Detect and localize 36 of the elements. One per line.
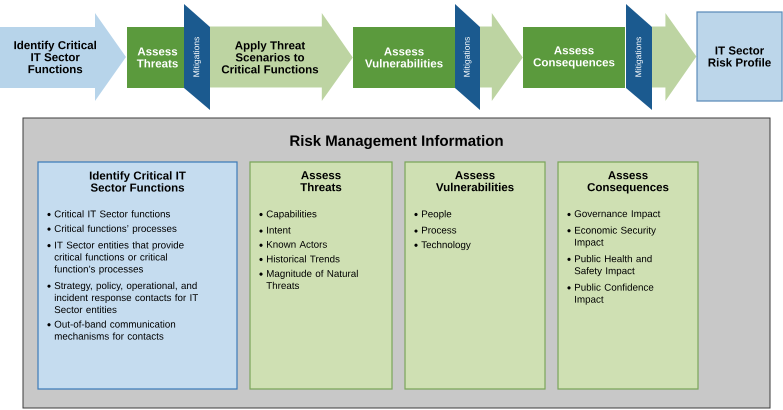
process-box: Assess Vulnerabilities <box>353 27 455 88</box>
mitigation-band: Mitigations <box>626 4 652 110</box>
card-heading: Assess Threats <box>300 171 342 192</box>
bullet-item: Magnitude of Natural Threats <box>259 270 358 289</box>
bullet-item: People <box>414 210 452 220</box>
card-heading: Identify Critical IT Sector Functions <box>90 171 186 192</box>
bullet-item: Historical Trends <box>259 255 340 262</box>
bullet-item: Known Actors <box>259 240 327 248</box>
card-heading: Assess Consequences <box>588 171 668 194</box>
flow-arrow <box>480 13 523 101</box>
mitigation-band: Mitigations <box>455 4 480 110</box>
info-card <box>557 161 699 390</box>
result-box: IT Sector Risk Profile <box>696 11 783 102</box>
bullet-item: Intent <box>259 226 291 234</box>
bullet-item: Critical functions’ processes <box>47 224 176 234</box>
card-heading: Assess Vulnerabilities <box>436 171 514 192</box>
bullet-item: Process <box>414 226 456 234</box>
bullet-item: Out-of-band communication mechanisms for contacts <box>47 320 176 340</box>
flow-arrow <box>652 13 696 101</box>
bullet-item: Capabilities <box>259 210 316 220</box>
info-card <box>37 161 238 390</box>
bullet-item: Strategy, policy, operational, and incident response contacts for IT Sector entities <box>47 282 198 314</box>
bullet-item: Public Confidence Impact <box>567 284 654 305</box>
bullet-item: Governance Impact <box>567 210 660 220</box>
info-card <box>249 161 393 390</box>
process-box: Assess Consequences <box>523 27 625 88</box>
bullet-item: IT Sector entities that provide critical functions or critical function’s processes <box>47 241 184 274</box>
mitigation-band: Mitigations <box>184 4 210 110</box>
bullet-item: Public Health and Safety Impact <box>567 255 652 276</box>
process-box: Assess Threats <box>127 27 188 88</box>
edge-label: Apply Threat Scenarios to Critical Functions <box>212 40 327 74</box>
info-card <box>404 161 546 390</box>
bullet-item: Technology <box>414 240 471 250</box>
bullet-item: Economic Security Impact <box>567 226 656 248</box>
bullet-item: Critical IT Sector functions <box>47 210 170 218</box>
panel-title: Risk Management Information <box>290 134 503 150</box>
